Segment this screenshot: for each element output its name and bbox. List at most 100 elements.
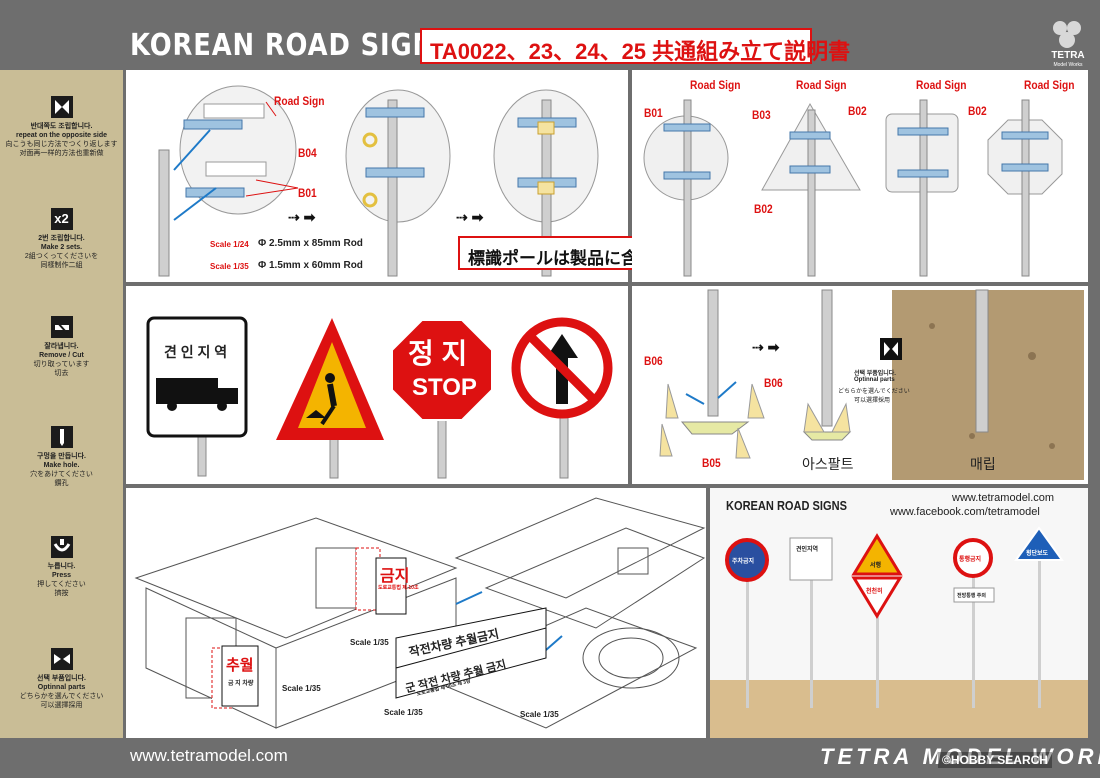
tetra-logo: TETRA Model Works — [1040, 14, 1096, 68]
product-photo — [710, 488, 1088, 738]
label-b05: B05 — [702, 456, 721, 470]
photo-sign-text: 서행 — [870, 563, 882, 569]
option-text: 可以選擇採用 — [854, 398, 891, 404]
panel-base-installation: ⇢ ➡ B06 B06 B05 아스팔트 매립 선택 부품입니다. Optinn… — [632, 286, 1088, 484]
photo-title: KOREAN ROAD SIGNS — [726, 498, 847, 513]
photo-url: www.facebook.com/tetramodel — [890, 506, 1040, 518]
label-b02: B02 — [848, 104, 867, 118]
legend-text: 구멍을 만듭니다. — [37, 453, 86, 460]
panel-vehicle-placement: 금지 도로교통법 제 10조 추월 금 지 차량 작전차량 추월금지 군 작전 … — [126, 488, 706, 738]
logo-subtext: Model Works — [1053, 62, 1083, 68]
legend-text: 向こうも同じ方法でつくり返します — [5, 141, 118, 148]
subtitle: TA0022、23、24、25 共通組み立て説明書 — [430, 39, 851, 64]
example-signs-illustration — [146, 316, 613, 479]
label-b01: B01 — [644, 106, 663, 120]
legend-text: 押してください — [37, 581, 86, 588]
legend-text: 对面再一样的方法也重新做 — [19, 150, 104, 157]
label-b06: B06 — [764, 376, 783, 390]
svg-text:⇢ ➡: ⇢ ➡ — [288, 209, 316, 225]
decal-overtake-sub: 금 지 차량 — [228, 681, 254, 687]
legend-item-x2: x2 2번 조립합니다. Make 2 sets. 2組つくってくださいを 同樣… — [0, 208, 123, 270]
pole-assembly-illustration: ⇢ ➡ ⇢ ➡ — [158, 85, 599, 277]
sidebar-legend: 반대쪽도 조립합니다. repeat on the opposite side … — [0, 70, 123, 738]
footer-brand: TETRA MODEL WORKS — [820, 744, 1100, 769]
panel-pole-assembly: ⇢ ➡ ⇢ ➡ Road Sign B04 B01 Scale 1/24 Φ 2… — [126, 70, 628, 282]
legend-text: Optinnal parts — [37, 684, 86, 691]
tow-zone-text: 견 인 지 역 — [164, 344, 228, 360]
legend-text: repeat on the opposite side — [15, 132, 107, 139]
legend-text: 잘라냅니다. — [44, 343, 79, 350]
svg-text:⇢ ➡: ⇢ ➡ — [752, 339, 780, 355]
legend-item-drill: 구멍을 만듭니다. Make hole. 穴をあけてください 鑽孔 — [0, 426, 123, 488]
label-road-sign: Road Sign — [690, 78, 741, 92]
cut-icon — [50, 316, 73, 338]
vehicle-illustration — [134, 497, 706, 729]
subtitle-box: TA0022、23、24、25 共通組み立て説明書 — [420, 28, 850, 64]
label-b02: B02 — [968, 104, 987, 118]
legend-text: 同樣制作二組 — [40, 262, 83, 269]
legend-text: どちらかを選んでください — [19, 693, 104, 700]
legend-item-option: 선택 부품입니다. Optinnal parts どちらかを選んでください 可以… — [0, 648, 123, 710]
legend-text: 可以選擇採用 — [40, 702, 83, 709]
legend-text: Press — [51, 572, 72, 579]
label-asphalt: 아스팔트 — [802, 456, 854, 472]
label-scale-135: Scale 1/35 — [210, 262, 249, 271]
drill-icon — [50, 426, 73, 448]
sign-types-illustration — [643, 99, 1063, 277]
label-road-sign: Road Sign — [274, 94, 325, 108]
page-title: KOREAN ROAD SIGNS — [130, 28, 455, 63]
legend-text: 鑽孔 — [54, 480, 69, 487]
legend-item-mirror: 반대쪽도 조립합니다. repeat on the opposite side … — [0, 96, 123, 158]
press-icon — [50, 536, 73, 558]
legend-text: 2번 조립합니다. — [38, 235, 85, 242]
photo-sign-text: 천천히 — [866, 589, 883, 595]
footer-url: www.tetramodel.com — [130, 746, 288, 765]
label-b01: B01 — [298, 186, 317, 200]
legend-text: 切り取っています — [33, 361, 90, 368]
x2-icon: x2 — [50, 208, 73, 230]
legend-item-press: 누릅니다. Press 押してください 擠按 — [0, 536, 123, 598]
mirror-icon — [50, 96, 73, 118]
panel-sign-types: Road Sign Road Sign Road Sign Road Sign … — [632, 70, 1088, 282]
header: KOREAN ROAD SIGNS TA0022、23、24、25 共通組み立て… — [0, 0, 1100, 70]
option-icon — [50, 648, 73, 670]
label-rod-124: Φ 2.5mm x 85mm Rod — [258, 238, 363, 249]
legend-item-cut: 잘라냅니다. Remove / Cut 切り取っています 切去 — [0, 316, 123, 378]
option-text: Optinnal parts — [854, 377, 895, 383]
photo-sign-text: 주차금지 — [732, 559, 755, 565]
legend-text: 切去 — [54, 370, 69, 377]
label-road-sign: Road Sign — [796, 78, 847, 92]
label-scale: Scale 1/35 — [282, 684, 321, 693]
svg-text:⇢ ➡: ⇢ ➡ — [456, 209, 484, 225]
label-buried: 매립 — [970, 456, 996, 472]
photo-url: www.tetramodel.com — [952, 492, 1055, 504]
legend-text: Remove / Cut — [39, 352, 84, 359]
label-scale: Scale 1/35 — [384, 708, 423, 717]
stop-sign-korean: 정 지 — [408, 338, 468, 369]
option-text: 선택 부품입니다. — [854, 371, 896, 377]
label-road-sign: Road Sign — [916, 78, 967, 92]
photo-sign-text: 통행금지 — [959, 557, 982, 563]
legend-text: 穴をあけてください — [30, 471, 93, 478]
label-scale: Scale 1/35 — [350, 638, 389, 647]
stop-sign-english: STOP — [412, 374, 477, 401]
photo-sign-text: 횡단보도 — [1026, 551, 1049, 557]
base-installation-illustration: ⇢ ➡ — [659, 289, 1084, 480]
decal-prohibit-sub: 도로교통법 제 10조 — [378, 585, 419, 591]
legend-text: 선택 부품입니다. — [37, 675, 86, 682]
label-scale: Scale 1/35 — [520, 710, 559, 719]
label-rod-135: Φ 1.5mm x 60mm Rod — [258, 260, 363, 271]
photo-sign-text: 견인지역 — [796, 547, 819, 553]
decal-prohibit: 금지 — [380, 568, 410, 585]
legend-text: Make 2 sets. — [40, 244, 83, 251]
legend-text: Make hole. — [43, 462, 80, 469]
panel-example-signs: 견 인 지 역 정 지 STOP — [126, 286, 628, 484]
photo-sign-text: 전방통행 주의 — [957, 593, 986, 599]
legend-text: 반대쪽도 조립합니다. — [30, 123, 93, 130]
label-b06: B06 — [644, 354, 663, 368]
legend-text: 2組つくってくださいを — [24, 253, 99, 260]
legend-text: 누릅니다. — [47, 563, 76, 570]
label-b02: B02 — [754, 202, 773, 216]
option-text: どちらかを選んでください — [838, 389, 910, 395]
watermark-badge: ©HOBBY SEARCH — [938, 752, 1052, 768]
